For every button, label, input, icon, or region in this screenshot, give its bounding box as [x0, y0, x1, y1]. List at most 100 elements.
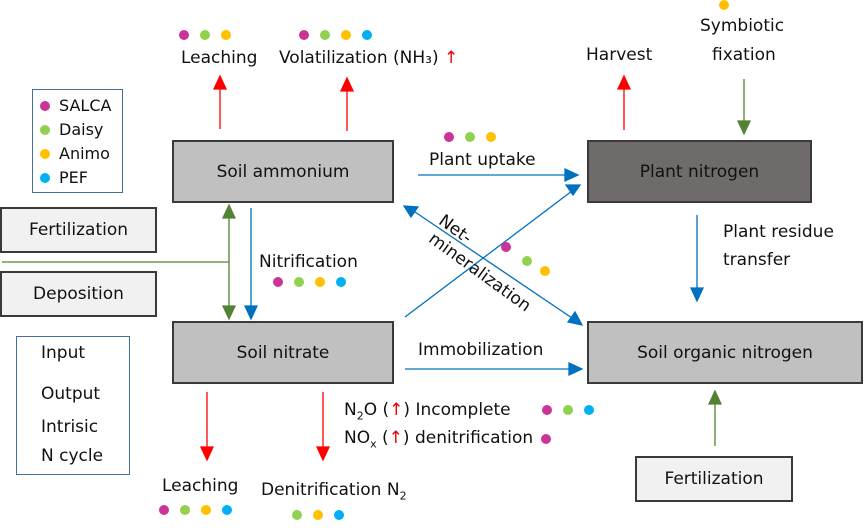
legend-label: Animo: [59, 144, 110, 163]
flow-symbiotic-1: Symbiotic: [700, 16, 785, 36]
salca-dot-icon: [179, 30, 189, 40]
legend-item-pef: PEF: [40, 168, 88, 187]
daisy-dot-icon: [292, 510, 302, 520]
model-dots-leaching-bottom: [159, 505, 232, 515]
legend-label: PEF: [59, 168, 88, 187]
n2o-sub: 2: [356, 409, 364, 423]
arrow-nitrate-to-plant: [404, 190, 573, 318]
flow-plant-uptake: Plant uptake: [429, 150, 536, 170]
pool-soil-organic-nitrogen[interactable]: Soil organic nitrogen: [587, 321, 863, 384]
pef-dot-icon: [334, 510, 344, 520]
denitrification-sub: 2: [399, 489, 407, 503]
n2o-close: ): [403, 400, 411, 420]
denitrification-label: Denitrification N: [261, 480, 400, 500]
pef-dot-icon: [222, 505, 232, 515]
model-dots-n2o: [542, 405, 594, 415]
n2o-suffix: O (: [363, 400, 390, 420]
source-label: Deposition: [33, 284, 124, 304]
daisy-dot-icon: [465, 132, 475, 142]
daisy-dot-icon: [320, 30, 330, 40]
model-dots-plant-uptake: [444, 132, 496, 142]
animo-dot-icon: [719, 0, 729, 10]
pool-plant-nitrogen[interactable]: Plant nitrogen: [587, 140, 812, 203]
emission-arrow-icon: ↑: [388, 428, 403, 448]
nox-prefix: NO: [344, 428, 371, 448]
source-label: Fertilization: [664, 469, 764, 489]
flow-plant-residue-1: Plant residue: [723, 222, 834, 242]
nox-close: ): [402, 428, 410, 448]
flow-volatilization: Volatilization (NH₃) ↑: [279, 48, 458, 68]
nox-sub: x: [370, 437, 377, 451]
source-fertilization-left[interactable]: Fertilization: [0, 207, 157, 253]
daisy-dot-icon: [200, 30, 210, 40]
arrow-legend: Input Output Intrisic N cycle: [16, 336, 130, 475]
model-dots-nitrification: [273, 277, 346, 287]
emission-arrow-icon: ↑: [389, 400, 404, 420]
salca-dot-icon: [501, 242, 511, 252]
salca-dot-icon: [541, 434, 551, 444]
legend-intrinsic-2: N cycle: [41, 446, 104, 466]
model-dots-leaching-top: [179, 30, 231, 40]
animo-dot-icon: [315, 277, 325, 287]
input-arrows: [2, 79, 752, 446]
salca-dot-icon: [159, 505, 169, 515]
legend-item-animo: Animo: [40, 144, 110, 163]
model-dots-denitrification: [292, 510, 344, 520]
source-deposition[interactable]: Deposition: [0, 271, 157, 317]
pef-dot-icon: [40, 172, 50, 183]
pool-label: Plant nitrogen: [639, 161, 760, 182]
daisy-dot-icon: [180, 505, 190, 515]
intrinsic-arrows: [243, 167, 705, 377]
animo-dot-icon: [201, 505, 211, 515]
salca-dot-icon: [273, 277, 283, 287]
arrow-net-mineralization: [414, 211, 573, 319]
flow-immobilization: Immobilization: [418, 340, 544, 360]
output-arrows: [199, 74, 632, 462]
volatilization-label: Volatilization (NH₃): [279, 48, 439, 68]
nox-suffix: (: [376, 428, 389, 448]
pool-label: Soil nitrate: [236, 342, 330, 363]
pool-soil-ammonium[interactable]: Soil ammonium: [172, 140, 394, 203]
emission-arrow-icon: ↑: [443, 48, 459, 68]
source-fertilization-bottom[interactable]: Fertilization: [635, 456, 793, 502]
n2o-prefix: N: [344, 400, 357, 420]
salca-dot-icon: [40, 100, 50, 111]
nox-label: denitrification: [414, 428, 534, 448]
legend-input: Input: [41, 343, 86, 363]
pef-dot-icon: [584, 405, 594, 415]
flow-nitrification: Nitrification: [259, 252, 358, 272]
animo-dot-icon: [40, 148, 50, 159]
pool-label: Soil ammonium: [216, 161, 350, 182]
flow-n2o: N2O (↑) Incomplete: [344, 400, 511, 426]
animo-dot-icon: [540, 266, 550, 276]
legend-intrinsic-1: Intrisic: [41, 417, 99, 437]
legend-item-salca: SALCA: [40, 96, 111, 115]
animo-dot-icon: [221, 30, 231, 40]
daisy-dot-icon: [40, 124, 50, 135]
animo-dot-icon: [341, 30, 351, 40]
source-label: Fertilization: [28, 220, 129, 240]
pool-label: Soil organic nitrogen: [637, 342, 813, 363]
flow-symbiotic-2: fixation: [712, 45, 776, 65]
model-dots-volatilization: [299, 30, 372, 40]
animo-dot-icon: [313, 510, 323, 520]
daisy-dot-icon: [294, 277, 304, 287]
legend-label: Daisy: [59, 120, 104, 139]
salca-dot-icon: [444, 132, 454, 142]
flow-nox: NOx (↑) denitrification: [344, 428, 533, 454]
salca-dot-icon: [542, 405, 552, 415]
flow-leaching-bottom: Leaching: [162, 476, 239, 496]
legend-item-daisy: Daisy: [40, 120, 103, 139]
flow-plant-residue-2: transfer: [723, 250, 791, 270]
daisy-dot-icon: [522, 256, 532, 266]
legend-output: Output: [41, 384, 101, 404]
flow-leaching-top: Leaching: [181, 48, 258, 68]
legend-label: SALCA: [59, 96, 112, 115]
salca-dot-icon: [299, 30, 309, 40]
flow-harvest: Harvest: [586, 45, 653, 65]
animo-dot-icon: [486, 132, 496, 142]
n2o-label: Incomplete: [415, 400, 511, 420]
pef-dot-icon: [362, 30, 372, 40]
pool-soil-nitrate[interactable]: Soil nitrate: [172, 321, 394, 384]
